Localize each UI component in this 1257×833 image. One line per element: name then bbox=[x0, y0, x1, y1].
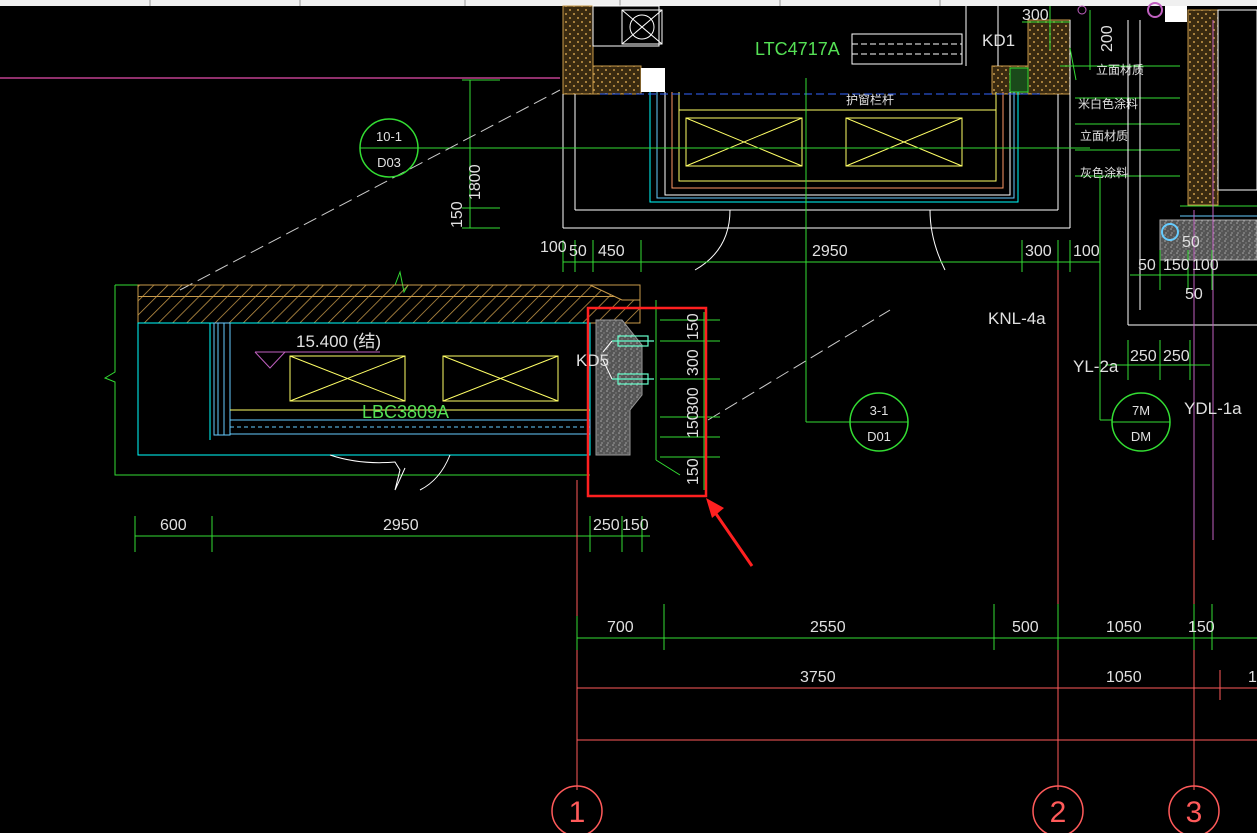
dim-r1-5: 100 bbox=[1073, 243, 1100, 260]
bubble-3-bottom: DM bbox=[1131, 429, 1151, 444]
dim-ra-1: 150 bbox=[1163, 257, 1190, 274]
dim-top-300: 300 bbox=[1022, 7, 1049, 24]
right-wall-detail bbox=[1099, 6, 1257, 540]
level-label: 15.400 (结) bbox=[296, 332, 381, 351]
dim-r4-2: 1 bbox=[1248, 669, 1257, 686]
dim-r2-3: 150 bbox=[622, 517, 649, 534]
dim-r1-3: 2950 bbox=[812, 243, 848, 260]
dim-row-1 bbox=[562, 240, 1100, 272]
dim-rc-0: 250 bbox=[1130, 348, 1157, 365]
bubble-1-bottom: D03 bbox=[377, 155, 401, 170]
dim-ra-top: 50 bbox=[1182, 234, 1200, 251]
dim-box-2: 300 bbox=[685, 387, 702, 414]
highlight-box bbox=[586, 306, 708, 498]
axis-bubble-3 bbox=[1168, 785, 1220, 833]
window-label-left: LBC3809A bbox=[362, 402, 449, 422]
dim-r3-4: 150 bbox=[1188, 619, 1215, 636]
dim-box-1: 300 bbox=[685, 349, 702, 376]
dim-ra-0: 50 bbox=[1138, 257, 1156, 274]
dim-r4-1: 1050 bbox=[1106, 669, 1142, 686]
detail-bubble-3 bbox=[1100, 392, 1171, 452]
bubble-1-top: 10-1 bbox=[376, 129, 402, 144]
window-label-top: LTC4717A bbox=[755, 39, 840, 59]
dim-r1-2: 450 bbox=[598, 243, 625, 260]
mat-label-2: 米白色涂料 bbox=[1078, 96, 1138, 111]
dim-r1-4: 300 bbox=[1025, 243, 1052, 260]
axis-label-3: 3 bbox=[1186, 796, 1203, 829]
dim-r1-1: 50 bbox=[569, 243, 587, 260]
beam-knl-label: KNL-4a bbox=[988, 309, 1046, 328]
kd1-label: KD1 bbox=[982, 31, 1015, 50]
highlight-arrow bbox=[706, 498, 754, 567]
bubble-3-top: 7M bbox=[1132, 403, 1150, 418]
kd5-label: KD5 bbox=[576, 351, 609, 370]
beam-ydl-label: YDL-1a bbox=[1184, 399, 1242, 418]
top-plan bbox=[562, 5, 1071, 423]
dim-r3-1: 2550 bbox=[810, 619, 846, 636]
dim-v-1800: 1800 bbox=[467, 164, 484, 200]
detail-bubble-1 bbox=[359, 118, 419, 178]
dim-box-4: 150 bbox=[685, 458, 702, 485]
dim-r4-0: 3750 bbox=[800, 669, 836, 686]
left-section bbox=[103, 79, 1090, 491]
dim-r3-2: 500 bbox=[1012, 619, 1039, 636]
railing-label: 护窗栏杆 bbox=[846, 92, 894, 107]
detail-bubble-2 bbox=[849, 392, 909, 452]
right-small-dims bbox=[1105, 250, 1257, 380]
mat-label-1: 立面材质 bbox=[1096, 62, 1144, 77]
dim-r2-1: 2950 bbox=[383, 517, 419, 534]
dim-box-3: 150 bbox=[685, 411, 702, 438]
bubble-2-top: 3-1 bbox=[870, 403, 889, 418]
axis-label-2: 2 bbox=[1050, 796, 1067, 829]
axis-grid bbox=[576, 270, 1257, 790]
dim-row-2 bbox=[134, 516, 650, 552]
dim-row-3 bbox=[576, 604, 1257, 650]
top-right-dims bbox=[1022, 2, 1180, 177]
dim-ra-2: 100 bbox=[1192, 257, 1219, 274]
beam-yl-label: YL-2a bbox=[1073, 357, 1119, 376]
dim-r3-3: 1050 bbox=[1106, 619, 1142, 636]
dim-v-150: 150 bbox=[449, 201, 466, 228]
axis-bubble-2 bbox=[1032, 785, 1084, 833]
axis-label-1: 1 bbox=[569, 796, 586, 829]
dim-r2-0: 600 bbox=[160, 517, 187, 534]
red-box-dims bbox=[660, 312, 720, 490]
dim-top-200: 200 bbox=[1099, 25, 1116, 52]
top-toolbar-strip bbox=[0, 0, 1257, 6]
axis-bubble-1 bbox=[551, 785, 603, 833]
dim-rb: 50 bbox=[1185, 286, 1203, 303]
column-white-1 bbox=[641, 68, 665, 92]
dim-r1-0: 100 bbox=[540, 239, 567, 256]
mat-label-4: 灰色涂料 bbox=[1080, 165, 1128, 180]
dim-r2-2: 250 bbox=[593, 517, 620, 534]
dim-r3-0: 700 bbox=[607, 619, 634, 636]
bubble-2-bottom: D01 bbox=[867, 429, 891, 444]
dim-box-0: 150 bbox=[685, 313, 702, 340]
mat-label-3: 立面材质 bbox=[1080, 128, 1128, 143]
dim-rc-1: 250 bbox=[1163, 348, 1190, 365]
